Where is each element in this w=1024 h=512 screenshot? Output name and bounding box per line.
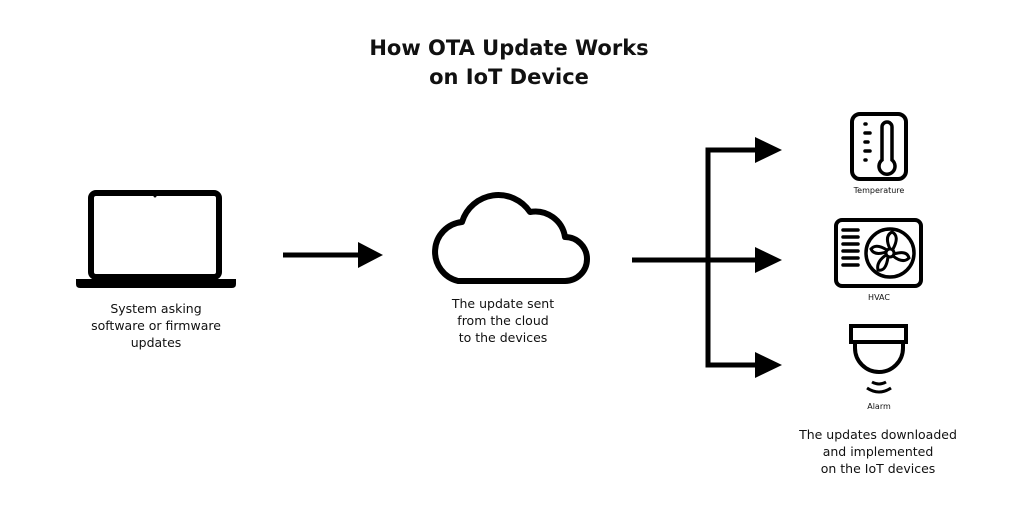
laptop-icon — [76, 190, 236, 288]
title-line-2: on IoT Device — [429, 65, 589, 89]
diagram-title: How OTA Update Works on IoT Device — [369, 34, 648, 92]
caption-line: updates — [130, 335, 182, 350]
device-label-temperature: Temperature — [853, 186, 905, 195]
cloud-icon — [432, 192, 590, 284]
alarm-camera-icon — [849, 324, 908, 394]
caption-line: The updates downloaded — [799, 427, 957, 442]
source-caption: System asking software or firmware updat… — [91, 300, 221, 351]
arrow-to-cloud — [283, 242, 383, 268]
thermometer-icon — [850, 112, 908, 181]
arrow-to-hvac — [755, 247, 782, 273]
cloud-caption: The update sent from the cloud to the de… — [452, 295, 554, 346]
caption-line: on the IoT devices — [820, 461, 936, 476]
devices-caption: The updates downloaded and implemented o… — [799, 426, 957, 477]
hvac-fan-icon — [834, 218, 923, 288]
arrow-heads — [755, 137, 782, 378]
caption-line: to the devices — [458, 330, 548, 345]
caption-line: System asking — [110, 301, 202, 316]
caption-line: from the cloud — [457, 313, 549, 328]
arrow-to-temperature — [755, 137, 782, 163]
title-line-1: How OTA Update Works — [369, 36, 649, 60]
arrow-to-alarm — [755, 352, 782, 378]
caption-line: The update sent — [451, 296, 555, 311]
distribution-arrows — [632, 147, 760, 368]
caption-line: software or firmware — [91, 318, 221, 333]
caption-line: and implemented — [822, 444, 934, 459]
device-label-hvac: HVAC — [868, 293, 890, 302]
device-label-alarm: Alarm — [867, 402, 891, 411]
